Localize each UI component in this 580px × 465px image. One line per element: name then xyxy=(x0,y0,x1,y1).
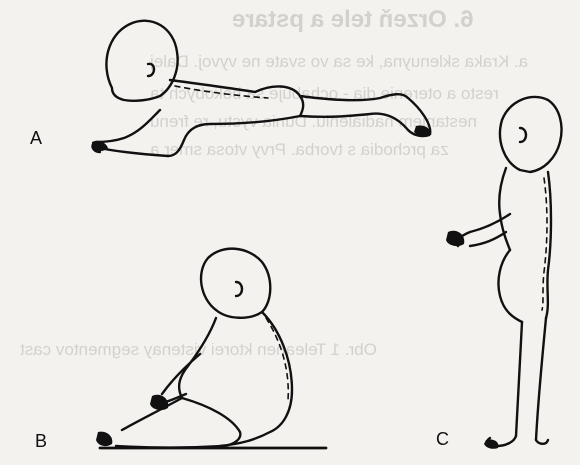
figure-label-a: A xyxy=(30,128,42,149)
infant-prone-figure xyxy=(93,21,431,156)
infant-sitting-figure xyxy=(100,249,326,448)
infant-standing-figure xyxy=(457,97,562,446)
figure-label-c: C xyxy=(436,429,449,450)
figure-label-b: B xyxy=(35,431,47,452)
